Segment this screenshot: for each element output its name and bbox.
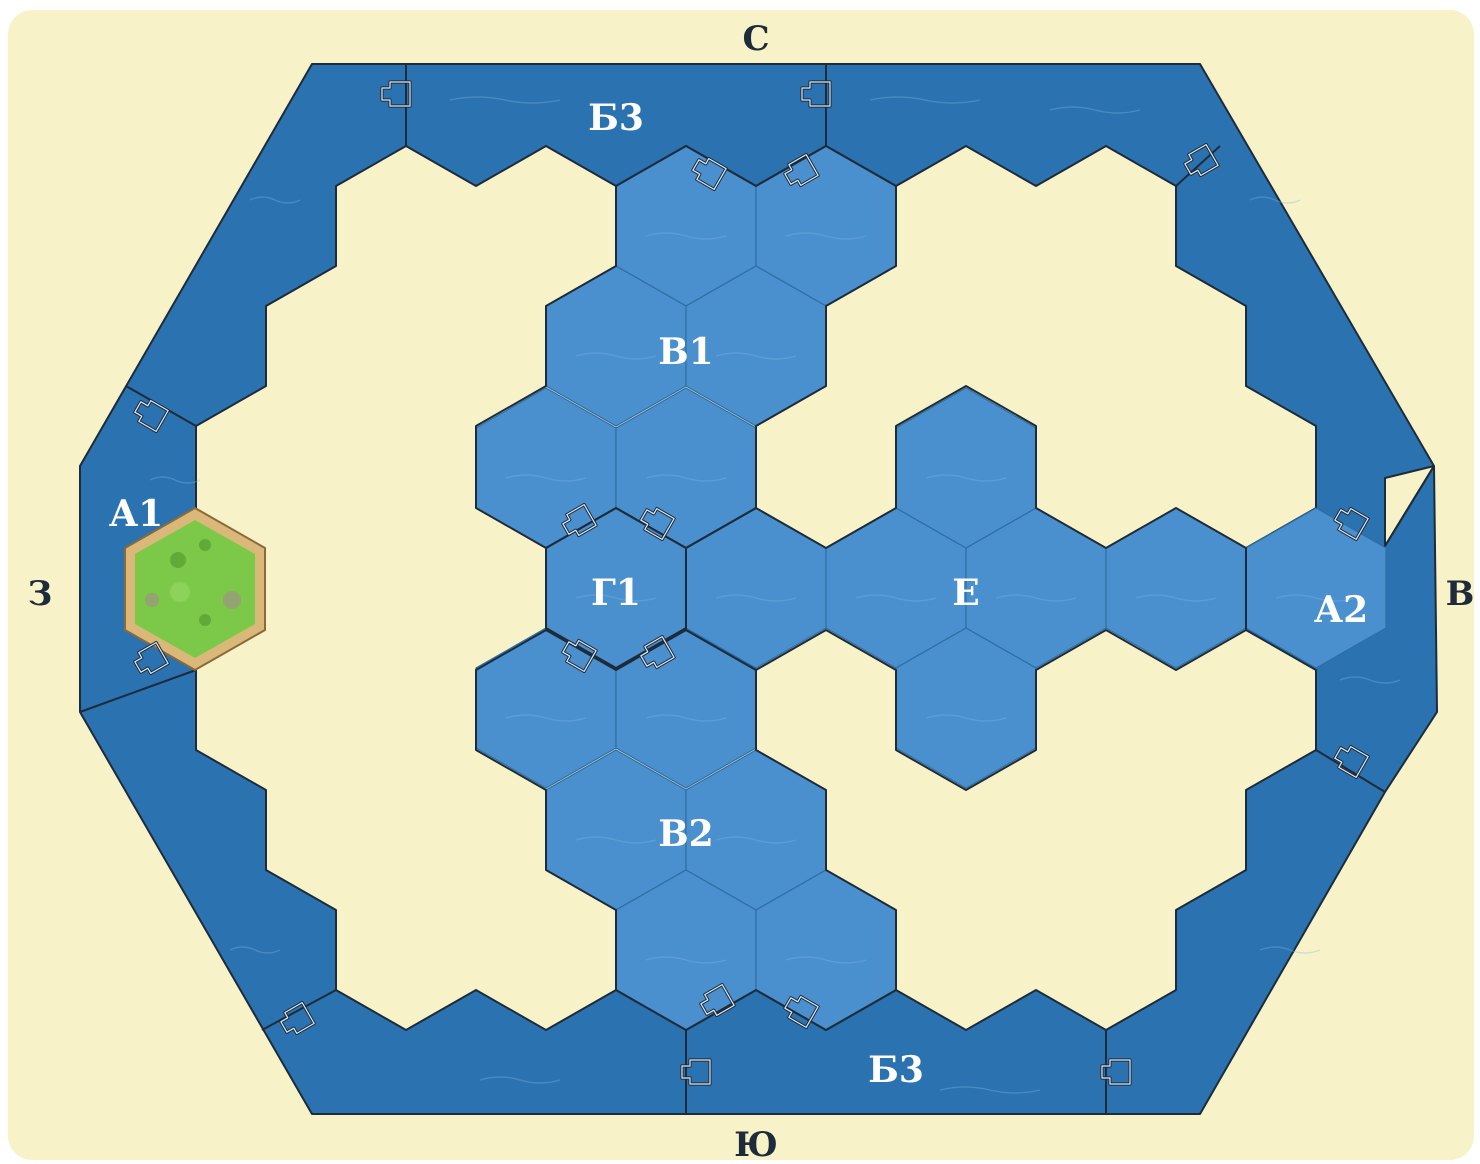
wave-stroke bbox=[785, 232, 867, 240]
wave-stroke bbox=[575, 836, 657, 844]
wave-stroke bbox=[575, 594, 657, 602]
frame-seam bbox=[1315, 749, 1386, 793]
wave-stroke bbox=[995, 594, 1077, 602]
wave-stroke bbox=[715, 594, 797, 602]
wave-stroke bbox=[229, 946, 281, 954]
wave-stroke bbox=[1135, 594, 1217, 602]
puzzle-connector-icon bbox=[800, 80, 832, 108]
wave-stroke bbox=[925, 474, 1007, 482]
cluster-outlines bbox=[475, 145, 1247, 1031]
puzzle-connector-icon bbox=[783, 153, 820, 187]
label-west-island: А1 bbox=[109, 493, 163, 535]
wave-stroke bbox=[645, 714, 727, 722]
frame-seam bbox=[1175, 145, 1221, 187]
wave-stroke bbox=[449, 96, 561, 104]
wave-stroke bbox=[645, 232, 727, 240]
label-frame-top: Б3 bbox=[588, 97, 644, 139]
island-tile-icon bbox=[124, 506, 266, 672]
compass-north: С bbox=[742, 19, 769, 59]
wave-stroke bbox=[1249, 196, 1301, 204]
sea-hex-tile bbox=[895, 627, 1037, 789]
wave-stroke bbox=[869, 96, 981, 104]
puzzle-connector-icon bbox=[639, 507, 676, 541]
wave-stroke bbox=[249, 196, 301, 204]
wave-stroke bbox=[1339, 676, 1401, 684]
frame-seam bbox=[1384, 465, 1435, 547]
wave-stroke bbox=[149, 476, 201, 484]
label-upper-cluster: В1 bbox=[658, 331, 713, 373]
wave-stroke bbox=[505, 714, 587, 722]
wave-stroke bbox=[715, 836, 797, 844]
label-center-left: Г1 bbox=[591, 572, 641, 614]
puzzle-connector-icon bbox=[680, 1058, 712, 1086]
wave-stroke bbox=[855, 594, 937, 602]
wave-stroke bbox=[925, 714, 1007, 722]
label-frame-bottom: Б3 bbox=[868, 1049, 924, 1091]
label-east-cluster: Е bbox=[952, 572, 979, 614]
puzzle-connector-icon bbox=[279, 1001, 316, 1035]
label-lower-cluster: В2 bbox=[658, 813, 713, 855]
puzzle-connector-icon bbox=[133, 399, 170, 433]
puzzle-connector-icon bbox=[561, 503, 598, 537]
wave-stroke bbox=[939, 1086, 1041, 1094]
puzzle-connector-icon bbox=[380, 80, 412, 108]
wave-stroke bbox=[1049, 106, 1141, 114]
wave-stroke bbox=[785, 956, 867, 964]
wave-stroke bbox=[575, 352, 657, 360]
puzzle-connector-icon bbox=[561, 639, 598, 673]
compass-east: В bbox=[1446, 574, 1475, 614]
puzzle-connector-icon bbox=[691, 157, 728, 191]
puzzle-connector-icon bbox=[783, 995, 820, 1029]
puzzle-connector-icon bbox=[1333, 745, 1370, 779]
wave-stroke bbox=[505, 474, 587, 482]
puzzle-connector-icon bbox=[133, 641, 170, 675]
wave-stroke bbox=[1259, 946, 1321, 954]
puzzle-connector-icon bbox=[1183, 143, 1220, 177]
wave-stroke bbox=[715, 352, 797, 360]
frame-seam bbox=[261, 989, 337, 1031]
puzzle-connector-icon bbox=[699, 983, 736, 1017]
compass-west: З bbox=[28, 574, 53, 614]
compass-south: Ю bbox=[734, 1125, 778, 1164]
frame-seam bbox=[79, 669, 197, 713]
puzzle-connector-icon bbox=[1100, 1058, 1132, 1086]
wave-stroke bbox=[645, 956, 727, 964]
puzzle-connectors bbox=[133, 80, 1370, 1086]
wave-stroke bbox=[479, 1076, 561, 1084]
label-east-tile: А2 bbox=[1314, 589, 1368, 631]
wave-stroke bbox=[1275, 594, 1357, 602]
puzzle-connector-icon bbox=[639, 635, 676, 669]
cluster-outline-e bbox=[685, 385, 1247, 791]
wave-stroke bbox=[645, 474, 727, 482]
puzzle-connector-icon bbox=[1333, 507, 1370, 541]
